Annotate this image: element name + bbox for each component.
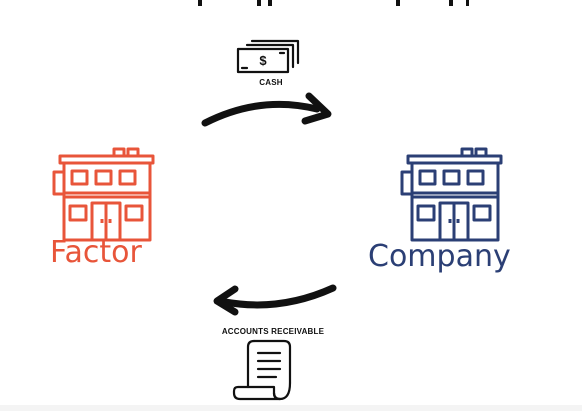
cropped-header-text [0,0,582,16]
cash-flow-arrow [195,85,340,135]
invoice-receipt-icon [232,339,302,401]
company-label: Company [368,239,511,274]
bottom-edge [0,405,582,411]
cropped-glyphs [198,0,469,6]
company-building-icon [398,146,506,242]
factor-building-icon [50,146,158,242]
cash-stack-icon: $ [232,34,308,78]
cash-flow-label: CASH [259,78,283,87]
receivables-flow-arrow [205,280,345,320]
factor-label: Factor [50,235,142,270]
receivables-flow-label: ACCOUNTS RECEIVABLE [221,327,325,336]
cash-dollar-symbol: $ [259,53,267,68]
